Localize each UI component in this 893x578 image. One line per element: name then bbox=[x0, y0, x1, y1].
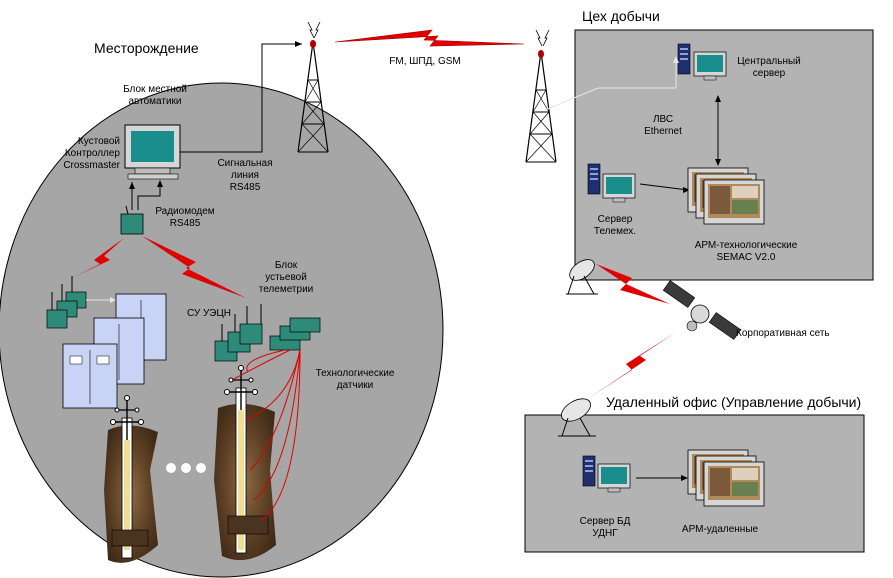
shop-workstations bbox=[687, 167, 765, 225]
lan-label: ЛВС Ethernet bbox=[644, 114, 682, 137]
wellhead-telemetry-label: Блок устьевой телеметрии bbox=[258, 260, 314, 295]
sensor-wires bbox=[231, 349, 301, 521]
sensors-label: Технологические датчики bbox=[315, 368, 395, 391]
remote-workstations-label: АРМ-удаленные bbox=[681, 524, 759, 535]
radiomodem-label: Радиомодем RS485 bbox=[155, 206, 215, 229]
cluster-controller-label: Кустовой Контроллер Crossmaster bbox=[63, 136, 120, 171]
db-server-tower bbox=[582, 455, 596, 487]
remote-workstations bbox=[687, 449, 765, 507]
local-automation-label: Блок местной автоматики bbox=[123, 84, 187, 107]
office-satellite-dish bbox=[558, 398, 596, 437]
central-server-label: Центральный сервер bbox=[737, 56, 801, 79]
radio-link-bolt bbox=[334, 29, 525, 47]
central-server-monitor bbox=[693, 51, 727, 81]
signal-line-rs485 bbox=[180, 43, 302, 153]
radiomodem bbox=[120, 213, 144, 235]
field-title: Месторождение bbox=[94, 40, 199, 56]
cluster-controller bbox=[124, 124, 181, 180]
shop-satellite-dish bbox=[566, 259, 598, 295]
shop-radio-tower bbox=[525, 49, 557, 163]
remote-office-title: Удаленный офис (Управление добычи) bbox=[606, 394, 862, 410]
telemetry-server-label: Сервер Телемех. bbox=[593, 214, 637, 237]
telemetry-server-monitor bbox=[602, 173, 636, 203]
telemetry-server-tower bbox=[587, 163, 601, 195]
esp-control-devices bbox=[46, 276, 87, 329]
production-shop-title: Цех добычи bbox=[582, 8, 660, 24]
db-server-monitor bbox=[597, 463, 631, 493]
radio-link-label: FM, ШПД, GSM bbox=[389, 56, 461, 67]
satellite bbox=[662, 280, 742, 340]
workstation-label: АРМ-технологические SEMAC V2.0 bbox=[694, 240, 798, 263]
db-server-label: Сервер БД УДНГ bbox=[579, 516, 631, 539]
signal-line-label: Сигнальная линия RS485 bbox=[217, 158, 273, 193]
esp-control-label: СУ УЭЦН bbox=[187, 308, 231, 319]
corporate-network-label: Корпоративная сеть bbox=[736, 328, 830, 339]
central-server-tower bbox=[677, 43, 691, 75]
esp-cabinets bbox=[62, 293, 167, 409]
